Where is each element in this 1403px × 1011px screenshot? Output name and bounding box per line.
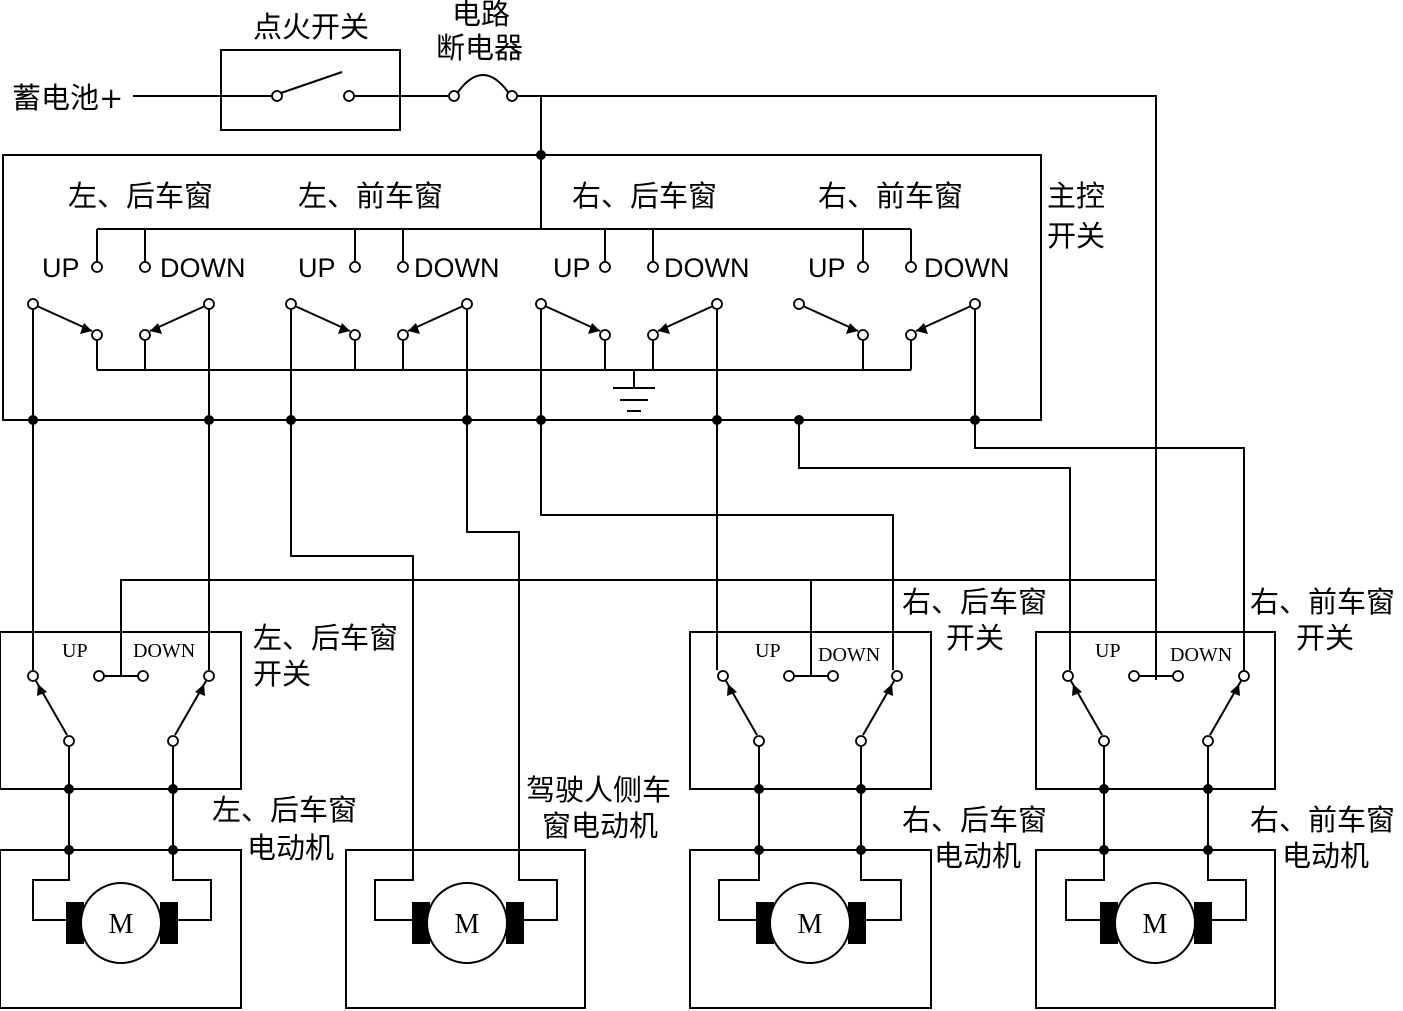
local-down-label: DOWN bbox=[133, 640, 195, 662]
motor-label-2: 电动机 bbox=[247, 831, 334, 865]
motor-label-1: 右、后车窗 bbox=[902, 803, 1047, 837]
circuit-breaker: 电路 断电器 bbox=[436, 0, 523, 102]
main-group-title: 左、前车窗 bbox=[298, 179, 443, 213]
motor-symbol: M bbox=[109, 909, 134, 940]
main-down-label: DOWN bbox=[924, 253, 1009, 283]
local-up-label: UP bbox=[755, 640, 781, 662]
main-group-right-rear: 右、后车窗 UP DOWN bbox=[535, 179, 749, 370]
local-switch-label-2: 开关 bbox=[253, 657, 311, 691]
main-down-label: DOWN bbox=[664, 253, 749, 283]
main-group-right-front: 右、前车窗 UP DOWN bbox=[793, 179, 1009, 370]
local-up-label: UP bbox=[62, 640, 88, 662]
breaker-label-1: 电路 bbox=[452, 0, 510, 31]
ignition-switch-label: 点火开关 bbox=[253, 10, 369, 44]
motor-right-rear: M 右、后车窗 电动机 bbox=[689, 784, 1047, 1009]
main-down-label: DOWN bbox=[414, 253, 499, 283]
local-down-label: DOWN bbox=[1170, 644, 1232, 666]
motor-symbol: M bbox=[798, 909, 823, 940]
junction-dots bbox=[28, 415, 980, 425]
battery-label: 蓄电池+ bbox=[12, 81, 123, 115]
main-up-label: UP bbox=[553, 253, 591, 283]
motor-label-1: 左、后车窗 bbox=[212, 793, 357, 827]
local-switch-right-rear: UP DOWN 右、后车窗 开关 bbox=[689, 585, 1047, 850]
main-group-left-rear: 左、后车窗 UP DOWN bbox=[27, 179, 245, 370]
supply-line: 蓄电池+ 点火开关 电路 断电器 bbox=[12, 0, 1157, 680]
main-group-left-front: 左、前车窗 UP DOWN bbox=[285, 179, 499, 370]
motor-label-2: 电动机 bbox=[1282, 839, 1369, 873]
main-switch-label-2: 开关 bbox=[1047, 219, 1105, 253]
ground-symbol bbox=[613, 370, 655, 412]
motor-icon bbox=[769, 882, 851, 964]
motor-icon bbox=[426, 882, 508, 964]
motor-left-rear: M 左、后车窗 电动机 bbox=[0, 784, 357, 1009]
motor-label-1: 右、前车窗 bbox=[1250, 803, 1395, 837]
breaker-label-2: 断电器 bbox=[436, 31, 523, 65]
motor-icon bbox=[80, 882, 162, 964]
local-down-label: DOWN bbox=[818, 644, 880, 666]
local-switch-label-2: 开关 bbox=[946, 621, 1004, 655]
motor-label-1: 驾驶人侧车 bbox=[526, 773, 671, 807]
motor-symbol: M bbox=[1143, 909, 1168, 940]
main-switch-label-1: 主控 bbox=[1047, 179, 1105, 213]
motor-icon bbox=[1114, 882, 1196, 964]
main-group-title: 左、后车窗 bbox=[68, 179, 213, 213]
main-group-title: 右、后车窗 bbox=[572, 179, 717, 213]
motor-label-2: 电动机 bbox=[934, 839, 1021, 873]
local-up-label: UP bbox=[1095, 640, 1121, 662]
ignition-switch-box bbox=[220, 49, 401, 131]
motor-symbol: M bbox=[455, 909, 480, 940]
local-switch-label-1: 右、前车窗 bbox=[1250, 585, 1395, 619]
main-up-label: UP bbox=[808, 253, 846, 283]
motor-right-front: M 右、前车窗 电动机 bbox=[1035, 784, 1395, 1009]
motor-driver-side: M 驾驶人侧车 窗电动机 bbox=[345, 773, 671, 1009]
local-switch-left-rear: UP DOWN 左、后车窗 开关 bbox=[0, 621, 398, 850]
main-down-label: DOWN bbox=[160, 253, 245, 283]
main-up-label: UP bbox=[42, 253, 80, 283]
local-switch-label-1: 左、后车窗 bbox=[253, 621, 398, 655]
local-switch-right-front: UP DOWN 右、前车窗 开关 bbox=[1035, 585, 1395, 850]
local-switch-label-1: 右、后车窗 bbox=[902, 585, 1047, 619]
ignition-switch-blade bbox=[280, 71, 343, 94]
main-group-title: 右、前车窗 bbox=[818, 179, 963, 213]
main-up-label: UP bbox=[298, 253, 336, 283]
motor-label-2: 窗电动机 bbox=[542, 809, 658, 843]
local-switch-label-2: 开关 bbox=[1296, 621, 1354, 655]
